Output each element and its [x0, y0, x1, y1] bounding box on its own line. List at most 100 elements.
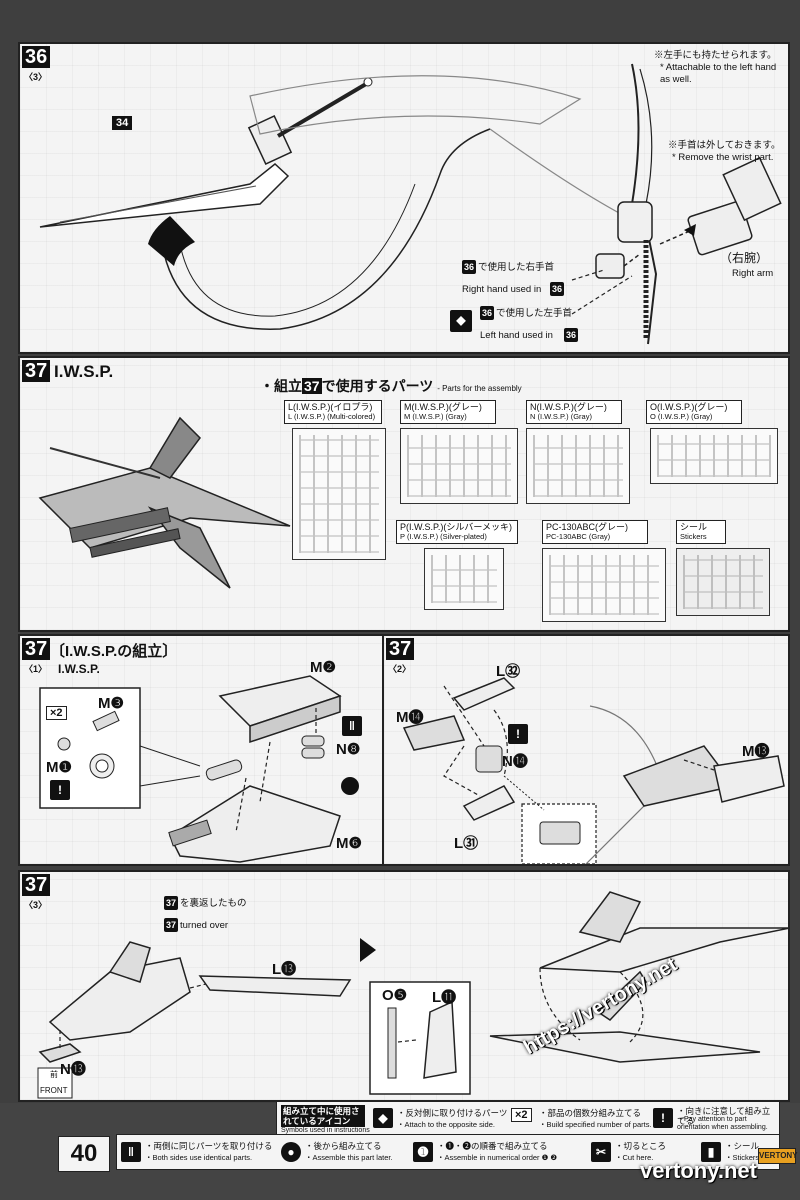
sticker-sheet [676, 548, 770, 616]
opposite-side-icon: ◆ [450, 310, 472, 332]
step-ref-badge: 36 [550, 282, 564, 296]
runner-l-jp: L(I.W.S.P.)(イロプラ) [288, 402, 373, 412]
legend-opposite-jp: ・反対側に取り付けるパーツ [397, 1108, 508, 1118]
parts-heading-en: - Parts for the assembly [437, 384, 522, 393]
identical-parts-icon: ‖ [121, 1142, 141, 1162]
part-n8-label: N❽ [336, 741, 361, 758]
runner-n-label: N(I.W.S.P.)(グレー) N (I.W.S.P.) (Gray) [526, 400, 622, 424]
right-hand-label-en: Right hand used in [462, 284, 542, 295]
step-ref-badge: 37 [164, 896, 178, 910]
part-m14-label: M⓮ [396, 709, 424, 726]
right-arm-label-en: Right arm [732, 268, 774, 279]
runner-pc-sprue [542, 548, 666, 622]
step-ref-badge: 36 [564, 328, 578, 342]
orientation-warning-icon: ! [50, 780, 70, 800]
part-l32-label: L㉜ [496, 663, 521, 680]
left-hand-label-en: Left hand used in [480, 330, 553, 341]
part-l31-label: L㉛ [454, 835, 479, 852]
legend-opposite-en: ・Attach to the opposite side. [397, 1120, 495, 1129]
step-number: 37 [22, 874, 51, 896]
runner-n-sprue [526, 428, 630, 504]
turned-over-jp: を裏返したもの [180, 898, 247, 909]
step-ref-badge: 36 [462, 260, 476, 274]
background-ghost-print [20, 44, 788, 352]
watermark-site: vertony.net [640, 1158, 757, 1183]
runner-m-label: M(I.W.S.P.)(グレー) M (I.W.S.P.) (Gray) [400, 400, 496, 424]
assemble-later-icon: ● [281, 1142, 301, 1162]
turned-over-en: turned over [180, 920, 229, 931]
runner-pc-jp: PC-130ABC(グレー) [546, 522, 629, 532]
legend-order-jp: ・❶・❷の順番で組み立てる [437, 1141, 548, 1151]
part-reference-34: 34 [112, 116, 133, 130]
step-number: 36 [22, 46, 51, 68]
cut-here-icon: ✂ [591, 1142, 611, 1162]
runner-o-jp: O(I.W.S.P.)(グレー) [650, 402, 728, 412]
icon-legend-top: 組み立て中に使用されているアイコン Symbols used in instru… [276, 1101, 780, 1135]
runner-m-en: M (I.W.S.P.) (Gray) [404, 412, 467, 421]
left-hand-label-jp: で使用した左手首 [496, 308, 573, 319]
part-m1-label: M❶ [46, 759, 72, 776]
runner-o-label: O(I.W.S.P.)(グレー) O (I.W.S.P.) (Gray) [646, 400, 742, 424]
legend-heading-jp: 組み立て中に使用されているアイコン [281, 1105, 365, 1127]
part-m6-label: M❻ [336, 835, 362, 852]
legend-cut-jp: ・切るところ [615, 1141, 667, 1151]
front-label-en: FRONT [40, 1086, 68, 1095]
runner-p-label: P(I.W.S.P.)(シルバーメッキ) P (I.W.S.P.) (Silve… [396, 520, 518, 544]
assembly-37-2-illustration [402, 677, 785, 864]
identical-parts-icon: ‖ [342, 716, 362, 736]
parts-heading-post: で使用するパーツ [321, 378, 434, 394]
parts-heading-step: 37 [302, 378, 322, 394]
sticker-en: Stickers [680, 532, 707, 541]
note-remove-wrist-jp: ※手首は外しておきます。 [668, 140, 781, 151]
step-number: 37 [22, 638, 51, 660]
step-number: 37 [22, 360, 51, 382]
note-left-hand-en: * Attachable to the left hand as well. [660, 62, 777, 85]
part-l11-label: L⓫ [432, 989, 457, 1006]
part-n14-label: N⓮ [502, 753, 528, 770]
right-arm-label-jp: （右腕） [720, 251, 769, 265]
note-remove-wrist-en: * Remove the wrist part. [672, 152, 774, 163]
runner-m-jp: M(I.W.S.P.)(グレー) [404, 402, 482, 412]
legend-quantity-en: ・Build specified number of parts. [539, 1120, 652, 1129]
step-number: 37 [386, 638, 415, 660]
part-l13-label: L⓭ [272, 961, 297, 978]
part-m3-label: M❸ [98, 695, 124, 712]
legend-quantity-jp: ・部品の個数分組み立てる [539, 1108, 642, 1118]
part-m13-label: M⓭ [742, 743, 770, 760]
parts-heading-pre: ・組立 [260, 378, 302, 394]
substep-label: 〈3〉 [24, 900, 48, 910]
runner-m-sprue [400, 428, 518, 504]
legend-sticker-en: ・Stickers [725, 1153, 760, 1162]
icon-legend-bottom: ‖ ・両側に同じパーツを取り付ける ・Both sides use identi… [116, 1134, 780, 1170]
legend-later-jp: ・後から組み立てる [305, 1141, 382, 1151]
watermark-badge: VERTONY [758, 1148, 798, 1164]
runner-o-en: O (I.W.S.P.) (Gray) [650, 412, 713, 421]
front-label-jp: 前 [50, 1070, 58, 1079]
part-o5-label: O❺ [382, 987, 408, 1004]
quantity-icon: ×2 [511, 1108, 532, 1122]
legend-later-en: ・Assemble this part later. [305, 1153, 393, 1162]
orientation-warning-icon: ! [653, 1108, 673, 1128]
sticker-icon: ▮ [701, 1142, 721, 1162]
substep-label: 〈2〉 [388, 664, 412, 674]
right-hand-label-jp: で使用した右手首 [478, 262, 555, 273]
opposite-side-icon: ◆ [373, 1108, 393, 1128]
runner-n-jp: N(I.W.S.P.)(グレー) [530, 402, 607, 412]
part-n13-label: N⓭ [60, 1061, 86, 1078]
quantity-badge: ×2 [46, 706, 67, 720]
numerical-order-icon: ➊ [413, 1142, 433, 1162]
note-left-hand-jp: ※左手にも持たせられます。 [654, 50, 777, 61]
step-title: I.W.S.P. [54, 362, 114, 381]
legend-orientation-jp: ・向きに注意して組み立てる [677, 1106, 771, 1126]
runner-pc-label: PC-130ABC(グレー) PC-130ABC (Gray) [542, 520, 648, 544]
step-36-panel: 36 〈3〉 [18, 42, 790, 354]
step-ref-badge: 37 [164, 918, 178, 932]
legend-cut-en: ・Cut here. [615, 1153, 654, 1162]
step-37-2-panel: 37 〈2〉 L㉜ M⓮ ! N⓮ L㉛ M⓭ [382, 634, 790, 866]
legend-identical-jp: ・両側に同じパーツを取り付ける [145, 1141, 273, 1151]
substep-label: 〈1〉 [24, 664, 48, 674]
legend-identical-en: ・Both sides use identical parts. [145, 1153, 253, 1162]
runner-p-en: P (I.W.S.P.) (Silver-plated) [400, 532, 487, 541]
